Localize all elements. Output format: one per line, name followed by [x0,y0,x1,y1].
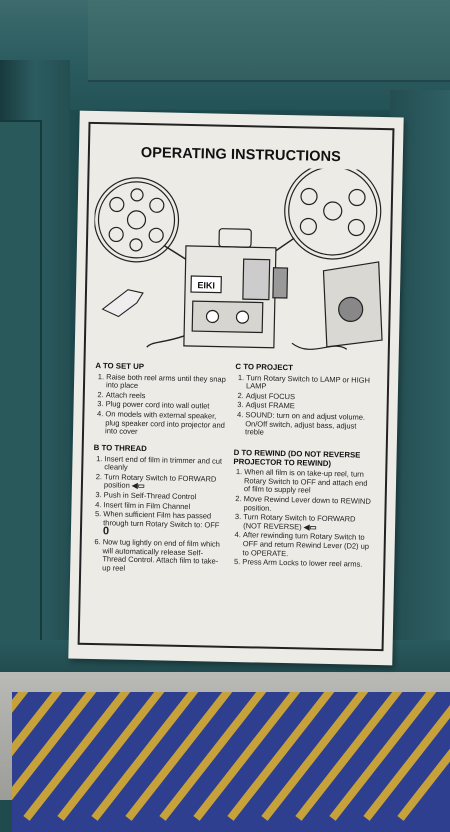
speaker-icon [291,261,383,350]
rewind-item: When all film is on take-up reel, turn R… [244,467,376,497]
rewind-item-text: Turn Rotary Switch to FORWARD (NOT REVER… [243,512,356,532]
section-project: C TO PROJECT Turn Rotary Switch to LAMP … [234,362,376,441]
case-left-wall [0,60,70,684]
takeup-reel-icon [284,164,382,260]
rewind-item: Press Arm Locks to lower reel arms. [242,557,373,569]
carpet-stripe [12,692,101,821]
brand-logo-text: EIKI [197,280,215,290]
case-lid-ridge [88,0,450,82]
case-left-panel [0,120,42,684]
projector-body-icon [183,228,289,349]
instruction-sheet: OPERATING INSTRUCTIONS [68,110,404,666]
thread-item-text: Turn Rotary Switch to FORWARD position [103,472,217,491]
section-rewind: D TO REWIND (DO NOT REVERSE PROJECTOR TO… [231,447,376,571]
projector-illustration: EIKI [93,164,383,350]
carpet-stripe [12,692,33,821]
section-setup: A TO SET UP Raise both reel arms until t… [94,361,228,439]
rewind-heading: D TO REWIND (DO NOT REVERSE PROJECTOR TO… [233,447,361,468]
project-item: SOUND: turn on and adjust volume. On/Off… [245,410,375,439]
thread-item: When sufficient Film has passed through … [102,509,225,539]
sheet-title: OPERATING INSTRUCTIONS [140,144,342,166]
forward-arrow-icon: ◀▭ [131,481,145,491]
rewind-item: After rewinding turn Rotary Switch to OF… [242,531,374,561]
setup-item: On models with external speaker, plug sp… [105,409,227,438]
forward-arrow-icon: ◀▭ [303,522,317,532]
thread-item-text: When sufficient Film has passed through … [103,509,220,530]
thread-item: Now tug lightly on end of film which wil… [102,537,224,575]
setup-item: Raise both reel arms until they snap int… [106,372,227,393]
section-thread: B TO THREAD Insert end of film in trimme… [91,443,226,576]
hand-icon [101,289,144,318]
carpet-lining [12,692,450,832]
case-lid-top [0,0,450,110]
off-symbol: 0 [102,525,110,538]
sheet-border: OPERATING INSTRUCTIONS [77,121,395,652]
projector-tray [0,672,450,832]
supply-reel-icon [93,177,180,263]
carpet-stripe [397,692,450,821]
